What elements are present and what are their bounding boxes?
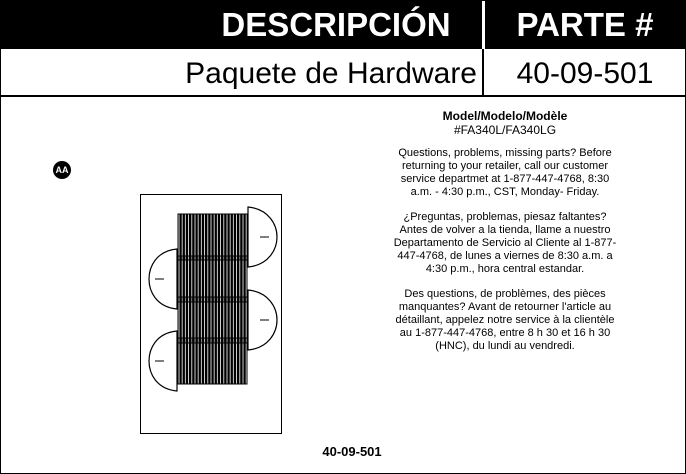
truss-head-screw-icon: [148, 206, 278, 392]
model-number: #FA340L/FA340LG: [453, 123, 557, 137]
part-column-header: PARTE #: [516, 6, 654, 43]
model-title: Model/Modelo/Modèle: [442, 109, 568, 123]
item-description: Paquete de Hardware: [185, 57, 477, 90]
item-row: Paquete de Hardware 40-09-501: [1, 49, 685, 97]
customer-service-info: Model/Modelo/Modèle #FA340L/FA340LG Ques…: [389, 109, 621, 365]
description-column-header: DESCRIPCIÓN: [221, 6, 451, 43]
header-divider: [482, 1, 485, 49]
row-divider: [482, 49, 484, 95]
note-spanish: ¿Preguntas, problemas, piesaz faltantes?…: [393, 211, 617, 275]
note-english: Questions, problems, missing parts? Befo…: [398, 147, 612, 198]
table-header: DESCRIPCIÓN PARTE #: [1, 1, 685, 49]
item-part-number: 40-09-501: [516, 57, 654, 90]
hardware-badge: AA: [53, 161, 71, 179]
hardware-part-caption: 40-09-501: [322, 444, 382, 459]
screw-4: [148, 330, 248, 392]
hardware-illustration-box: [140, 194, 282, 434]
note-french: Des questions, de problèmes, des pièces …: [395, 288, 615, 352]
screw-3: [177, 289, 278, 351]
screw-1: [177, 206, 278, 268]
